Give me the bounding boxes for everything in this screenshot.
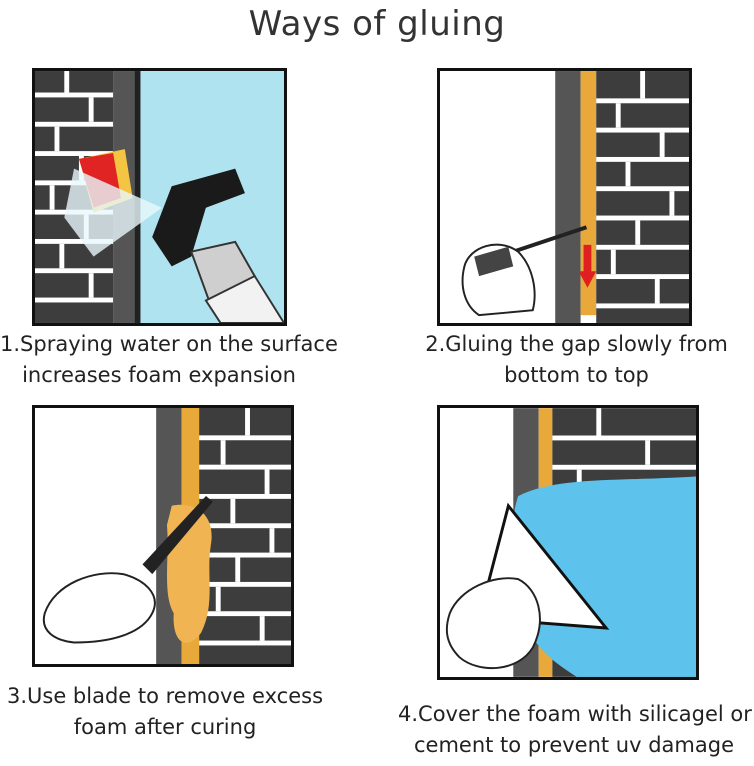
step-2-caption-line-1: 2.Gluing the gap slowly from — [425, 332, 728, 356]
step-3-caption-line-1: 3.Use blade to remove excess — [6, 684, 324, 708]
step-3-caption: 3.Use blade to remove excess foam after … — [0, 681, 330, 743]
step-2-illustration — [437, 68, 692, 326]
step-4-caption-line-2: cement to prevent uv damage — [414, 733, 734, 757]
step-1-caption: 1.Spraying water on the surface increase… — [0, 329, 338, 391]
step-2-caption: 2.Gluing the gap slowly from bottom to t… — [404, 329, 749, 391]
step-3-caption-line-2: foam after curing — [73, 715, 257, 739]
step-4-caption: 4.Cover the foam with silicagel or cemen… — [398, 699, 752, 761]
step-1-caption-line-1: 1.Spraying water on the surface — [0, 332, 338, 356]
scraper-icon — [440, 408, 696, 677]
step-3-illustration — [32, 405, 294, 667]
foam-gun-icon — [440, 71, 689, 323]
step-1-caption-line-2: increases foam expansion — [22, 363, 296, 387]
spray-bottle-icon — [35, 71, 284, 323]
blade-icon — [35, 408, 291, 664]
step-4-illustration — [437, 405, 699, 680]
step-2-caption-line-2: bottom to top — [504, 363, 649, 387]
page-title: Ways of gluing — [248, 4, 506, 44]
step-1-illustration — [32, 68, 287, 326]
step-4-caption-line-1: 4.Cover the foam with silicagel or — [398, 702, 752, 726]
